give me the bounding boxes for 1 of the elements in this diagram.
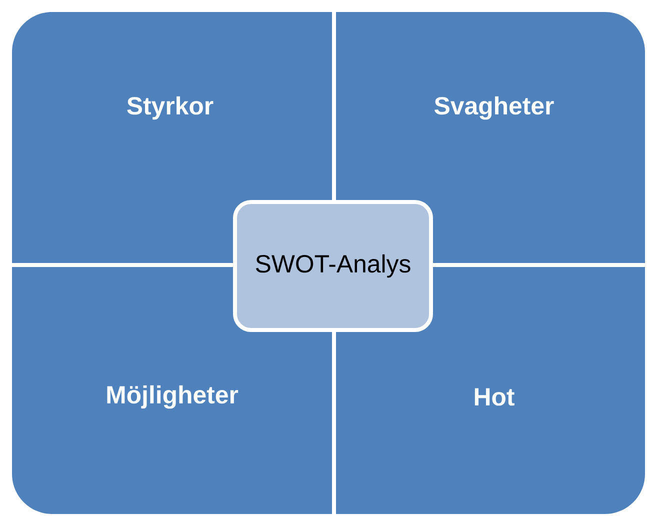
center-box: SWOT-Analys	[233, 200, 433, 332]
